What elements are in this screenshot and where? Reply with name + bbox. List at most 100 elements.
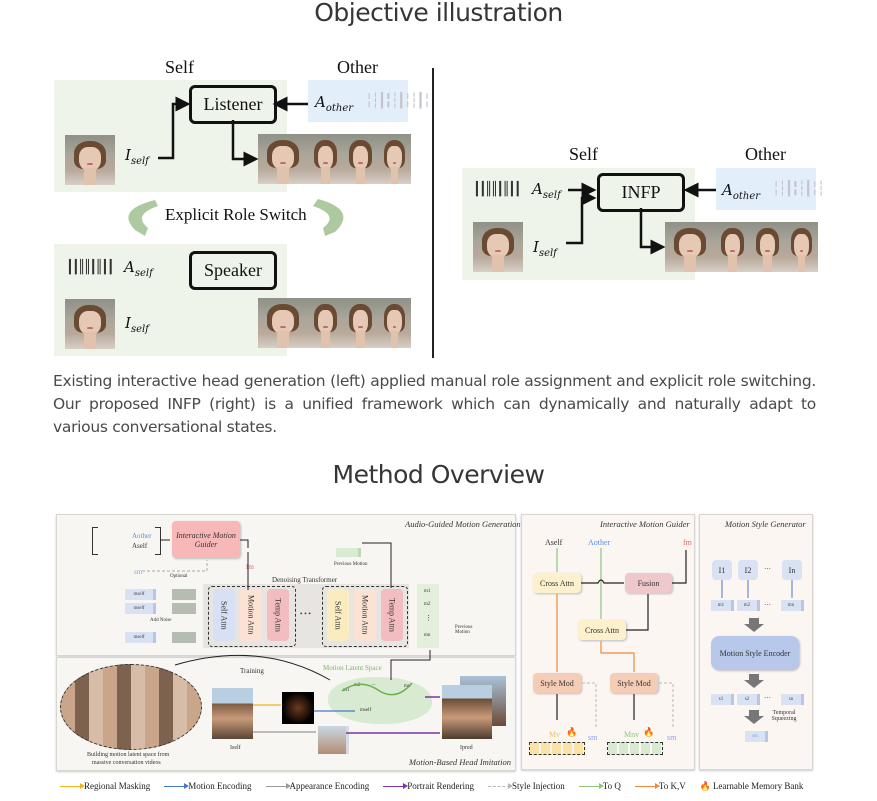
motion-dots: ··· bbox=[764, 601, 771, 609]
legend-item: To K,V bbox=[634, 781, 686, 791]
legend-label: Learnable Memory Bank bbox=[712, 781, 804, 791]
latent-space-label: Motion Latent Space bbox=[323, 664, 382, 672]
mself-cube-2: mself bbox=[125, 603, 156, 614]
legend-line-icon bbox=[265, 782, 291, 789]
figure-caption: Existing interactive head generation (le… bbox=[53, 370, 816, 439]
legend-line-icon bbox=[60, 782, 85, 789]
legend-item: Portrait Rendering bbox=[383, 781, 474, 791]
motion-cube-2: m2 bbox=[737, 600, 760, 611]
input-dots: ··· bbox=[764, 565, 771, 573]
flame-icon: 🔥 bbox=[699, 780, 711, 791]
sm-label-2: sm bbox=[667, 733, 677, 742]
appearance-cube bbox=[318, 726, 349, 754]
i-self-caption: Iself bbox=[230, 745, 241, 751]
method-title: Method Overview bbox=[332, 460, 545, 489]
legend-line-icon bbox=[487, 782, 513, 789]
style-cube-n: sn bbox=[781, 694, 804, 705]
motion-latent-cloud bbox=[328, 677, 432, 724]
training-label: Training bbox=[240, 667, 264, 675]
legend-label: To Q bbox=[602, 781, 621, 791]
motion-attn-block-1: Motion Attn bbox=[240, 589, 262, 641]
denoising-label: Denoising Transformer bbox=[272, 576, 338, 584]
memory-bank-nv bbox=[607, 742, 663, 755]
input-frame-1: I1 bbox=[712, 560, 732, 580]
cross-attn-block-2: Cross Attn bbox=[578, 620, 626, 640]
i-self-image bbox=[212, 688, 253, 739]
sm-label-1: sm bbox=[588, 733, 598, 742]
interactive-motion-guider-block: Interactive Motion Guider bbox=[172, 521, 240, 558]
role-switch-label: Explicit Role Switch bbox=[165, 205, 307, 224]
legend-line-icon bbox=[634, 782, 660, 789]
guider-detail-title: Interactive Motion Guider bbox=[600, 519, 690, 529]
motion-cube-n: mn bbox=[781, 600, 804, 611]
legend-line-icon bbox=[578, 782, 604, 789]
motion-style-encoder-block: Motion Style Encoder bbox=[711, 636, 799, 670]
m1-label: m1 bbox=[424, 589, 431, 594]
training-videos-ellipse bbox=[60, 664, 202, 750]
previous-motion-top-label: Previous Motion bbox=[334, 562, 368, 567]
audio-bracket-left bbox=[92, 527, 98, 555]
latent-dots: ... bbox=[372, 682, 376, 687]
motion-cube-1: m1 bbox=[711, 600, 734, 611]
legend-item: 🔥Learnable Memory Bank bbox=[700, 781, 804, 792]
legend-label: Motion Encoding bbox=[188, 781, 252, 791]
speaker-box: Speaker bbox=[189, 251, 277, 290]
i-self-label-speaker: Iself bbox=[125, 314, 149, 335]
flame-icon-1: 🔥 bbox=[566, 728, 578, 738]
m-self-latent: mself bbox=[360, 708, 372, 713]
blocks-ellipsis: • • • bbox=[300, 610, 311, 618]
temporal-squeezing-label: Temporal Squeezing bbox=[771, 710, 797, 722]
right-i-self-label: Iself bbox=[533, 238, 557, 259]
switch-arrow-right-icon bbox=[313, 199, 344, 236]
a-other-label: Aother bbox=[315, 93, 354, 114]
self-waveform-icon: ┃┃║║┃║┃┃ bbox=[66, 260, 115, 275]
other-audio-panel bbox=[308, 80, 408, 122]
fm-label: fm bbox=[246, 563, 254, 571]
optional-label: Optional bbox=[170, 574, 188, 579]
building-caption-2: massive conversation videos bbox=[92, 760, 161, 766]
style-dots: ··· bbox=[764, 694, 771, 702]
right-a-self-label: Aself bbox=[532, 180, 561, 201]
legend-label: Style Injection bbox=[511, 781, 565, 791]
self-portrait bbox=[65, 135, 115, 185]
noisy-cube-3 bbox=[172, 632, 196, 643]
input-frame-2: I2 bbox=[738, 560, 758, 580]
audio-bracket-right bbox=[155, 527, 161, 555]
down-arrow-icon-1 bbox=[744, 618, 764, 632]
noisy-cube-2 bbox=[172, 603, 196, 614]
objective-title: Objective illustration bbox=[314, 0, 563, 27]
caption-line-1: Existing interactive head generation (le… bbox=[53, 372, 816, 390]
self-attn-block-2: Self Attn bbox=[327, 589, 349, 641]
mv-label: Mv bbox=[549, 730, 561, 739]
down-arrow-icon-2 bbox=[744, 674, 764, 688]
caption-line-2: Our proposed INFP (right) is a unified f… bbox=[53, 395, 816, 413]
mn-label: mn bbox=[424, 633, 431, 638]
style-cube-1: s1 bbox=[711, 694, 734, 705]
listener-output-frames bbox=[258, 134, 411, 184]
previous-motion-side-label: Previous Motion bbox=[455, 625, 473, 635]
legend-item: To Q bbox=[578, 781, 621, 791]
style-generator-title: Motion Style Generator bbox=[725, 519, 806, 529]
speaker-output-frames bbox=[258, 298, 411, 348]
legend-label: Portrait Rendering bbox=[407, 781, 474, 791]
style-mod-block-1: Style Mod bbox=[533, 673, 581, 693]
style-mod-block-2: Style Mod bbox=[610, 673, 658, 693]
motion-attn-block-2: Motion Attn bbox=[354, 589, 376, 641]
infp-arrows bbox=[566, 182, 716, 255]
m1-latent: m1 bbox=[343, 688, 350, 693]
mself-cube-3: mself bbox=[125, 632, 156, 643]
sm-label: sm bbox=[134, 568, 143, 576]
a-other-input: Aother bbox=[132, 532, 152, 540]
switch-arrow-left-icon bbox=[128, 200, 158, 236]
figure-divider bbox=[432, 68, 434, 358]
guider-a-self: Aself bbox=[545, 538, 563, 547]
audio-guided-title: Audio-Guided Motion Generation bbox=[405, 519, 521, 529]
mnv-label: Mnv bbox=[624, 730, 640, 739]
infp-output-frames bbox=[665, 222, 818, 272]
self-label: Self bbox=[165, 57, 194, 77]
cross-attn-block-1: Cross Attn bbox=[533, 573, 581, 593]
guider-a-other: Aother bbox=[588, 538, 611, 547]
legend-line-icon bbox=[383, 782, 409, 789]
